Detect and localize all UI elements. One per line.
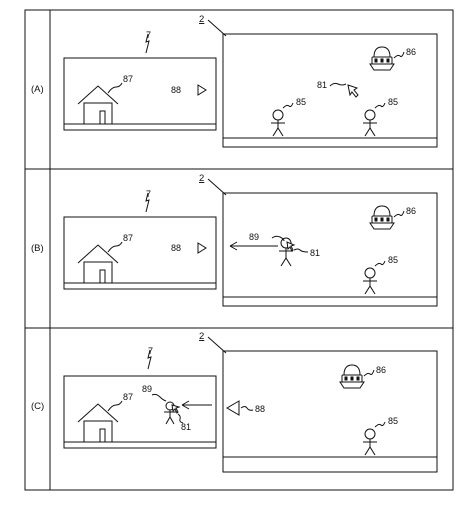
small-screen-ref: 7 [148, 346, 153, 356]
person-figure-right [363, 267, 377, 295]
person-figure-left [271, 109, 285, 137]
person-right-leader [374, 102, 386, 109]
marker-leader [240, 406, 254, 411]
small-screen-leader [147, 349, 152, 370]
ufo-icon [369, 46, 395, 71]
house-ref: 87 [123, 392, 133, 402]
panel-label: (B) [31, 243, 44, 254]
large-screen-leader [207, 178, 227, 196]
cursor-arrow-icon [171, 404, 181, 414]
house-leader [107, 241, 123, 253]
cursor-leader [177, 413, 184, 424]
cursor-leader [293, 248, 309, 253]
cursor-ref: 81 [181, 422, 191, 432]
house-ref: 87 [123, 233, 133, 243]
marker-triangle-icon [197, 242, 207, 254]
marker-triangle-icon [226, 400, 240, 416]
house-icon [77, 244, 119, 284]
house-ref: 87 [123, 74, 133, 84]
grabbed-item-leader [271, 235, 285, 242]
person-right-ref: 85 [388, 255, 398, 265]
person-figure-right [363, 428, 377, 456]
person-figure-carrying [279, 237, 293, 267]
ufo-leader [393, 210, 405, 218]
outer-frame [24, 9, 454, 491]
person-right-ref: 85 [388, 97, 398, 107]
large-screen-ref: 2 [199, 173, 204, 184]
grabbed-item-ref: 89 [249, 232, 259, 242]
person-right-leader [374, 421, 386, 428]
ufo-icon [369, 205, 395, 230]
person-right-leader [374, 260, 386, 267]
ufo-ref: 86 [406, 206, 416, 216]
small-screen-ref: 7 [146, 30, 151, 40]
large-screen-leader [207, 19, 227, 37]
panel-c: (C) 7 87 89 81 [31, 331, 438, 473]
large-screen-ref: 2 [199, 331, 204, 342]
ufo-leader [393, 51, 405, 59]
cursor-arrow-icon [286, 241, 296, 252]
ufo-ref: 86 [376, 365, 386, 375]
small-screen [63, 57, 217, 131]
large-screen [222, 350, 438, 473]
small-screen-ref: 7 [146, 189, 151, 199]
marker-ref: 88 [255, 404, 265, 414]
marker-ref: 88 [171, 243, 181, 253]
cursor-leader [329, 82, 347, 87]
panel-a: (A) 7 87 88 2 86 [31, 14, 438, 148]
drag-direction-arrow [229, 241, 278, 251]
cursor-ref: 81 [317, 80, 327, 90]
house-leader [107, 400, 123, 412]
person-left-leader [282, 102, 294, 109]
cursor-ref: 81 [310, 248, 320, 258]
ufo-ref: 86 [406, 47, 416, 57]
small-screen-leader [145, 192, 150, 213]
grabbed-item-leader [151, 393, 167, 402]
panel-b: (B) 7 87 88 2 86 [31, 173, 438, 307]
house-icon [77, 403, 119, 443]
person-right-ref: 85 [388, 416, 398, 426]
small-screen [63, 375, 217, 449]
ufo-leader [363, 369, 375, 377]
house-icon [77, 85, 119, 125]
person-figure-right [363, 109, 377, 137]
large-screen [222, 192, 438, 307]
panel-label: (C) [31, 401, 44, 412]
small-screen-leader [145, 33, 150, 54]
cursor-arrow-icon [347, 84, 359, 98]
large-screen-ref: 2 [199, 14, 204, 25]
ufo-icon [339, 364, 365, 389]
marker-triangle-icon [197, 84, 207, 96]
drag-direction-arrow [181, 400, 212, 410]
marker-ref: 88 [171, 85, 181, 95]
small-screen [63, 216, 217, 290]
house-leader [107, 82, 123, 94]
person-left-ref: 85 [296, 97, 306, 107]
large-screen [222, 33, 438, 148]
large-screen-leader [207, 336, 227, 354]
grabbed-item-ref: 89 [142, 384, 152, 394]
panel-label: (A) [31, 84, 44, 95]
